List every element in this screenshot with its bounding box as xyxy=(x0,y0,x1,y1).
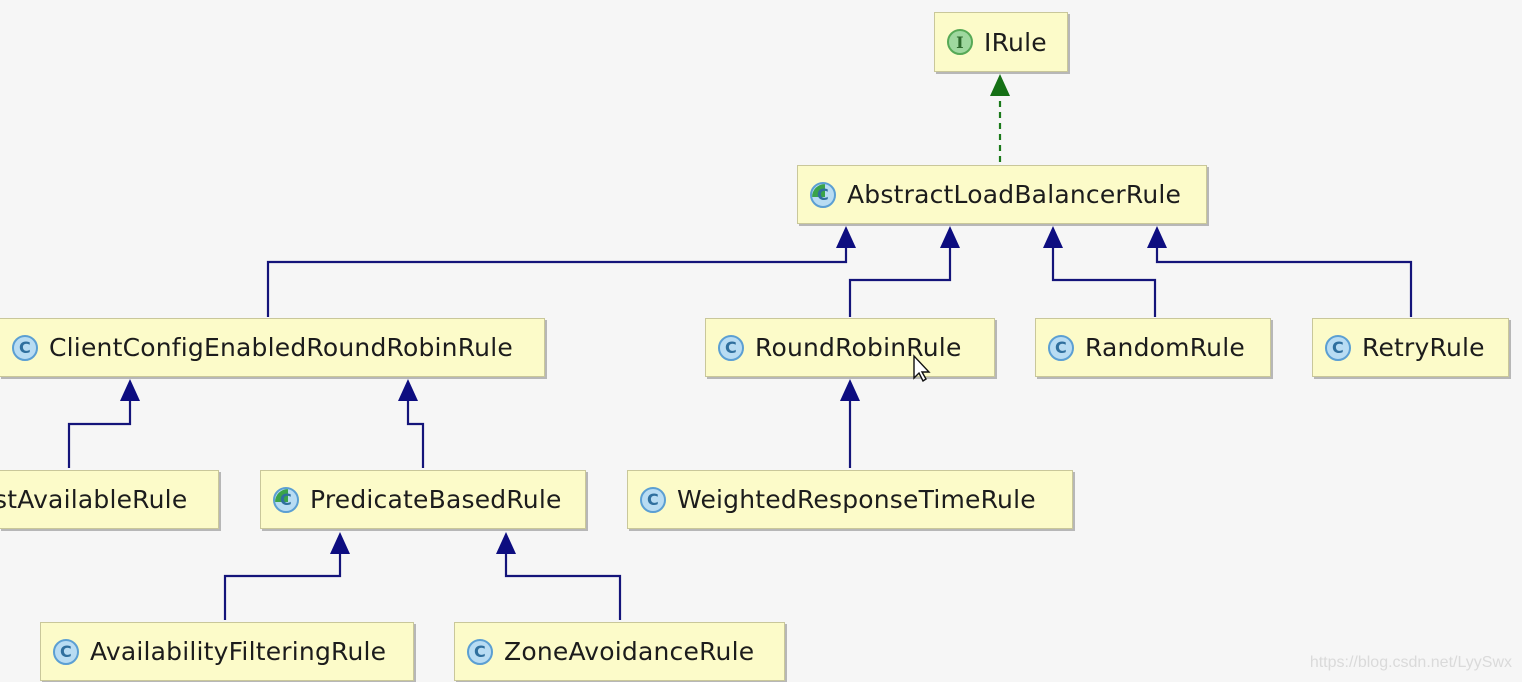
class-icon: C xyxy=(718,334,744,361)
inheritance-arrowhead xyxy=(398,379,418,401)
edge-availability-to-predicate xyxy=(223,551,342,620)
node-irule[interactable]: I IRule xyxy=(934,12,1068,72)
node-retry-rule[interactable]: C RetryRule xyxy=(1312,318,1509,377)
node-label: RandomRule xyxy=(1085,333,1245,362)
class-icon: C xyxy=(53,638,79,665)
node-label: RetryRule xyxy=(1362,333,1485,362)
interface-icon: I xyxy=(947,29,973,55)
node-label: WeightedResponseTimeRule xyxy=(677,485,1036,514)
node-random-rule[interactable]: C RandomRule xyxy=(1035,318,1271,377)
edge-random-to-abstract xyxy=(1051,244,1157,317)
edge-bestavailable-to-clientconfig xyxy=(67,398,132,468)
node-weighted-response-time-rule[interactable]: C WeightedResponseTimeRule xyxy=(627,470,1073,529)
node-predicate-based-rule[interactable]: C PredicateBasedRule xyxy=(260,470,586,529)
edge-zone-to-predicate xyxy=(504,551,622,620)
node-label: ClientConfigEnabledRoundRobinRule xyxy=(49,333,513,362)
edge-predicate-to-clientconfig xyxy=(406,398,425,468)
node-zone-avoidance-rule[interactable]: C ZoneAvoidanceRule xyxy=(454,622,785,681)
inheritance-arrowhead xyxy=(940,226,960,248)
node-best-available-rule[interactable]: stAvailableRule xyxy=(0,470,219,529)
class-icon: C xyxy=(640,486,666,513)
edge-clientconfig-to-abstract xyxy=(266,244,848,317)
node-round-robin-rule[interactable]: C RoundRobinRule xyxy=(705,318,995,377)
edge-roundrobin-to-abstract xyxy=(848,244,952,317)
class-icon: C xyxy=(1325,334,1351,361)
node-label: AvailabilityFilteringRule xyxy=(90,637,387,666)
node-client-config-enabled-round-robin-rule[interactable]: C ClientConfigEnabledRoundRobinRule xyxy=(0,318,545,377)
node-label: stAvailableRule xyxy=(0,485,188,514)
inheritance-arrowhead xyxy=(120,379,140,401)
inheritance-arrowhead xyxy=(1147,226,1167,248)
edge-retry-to-abstract xyxy=(1155,244,1413,317)
node-label: IRule xyxy=(984,27,1047,57)
inheritance-arrowhead xyxy=(330,532,350,554)
node-label: AbstractLoadBalancerRule xyxy=(847,180,1182,209)
inheritance-arrowhead xyxy=(836,226,856,248)
inheritance-arrowhead xyxy=(1043,226,1063,248)
node-label: RoundRobinRule xyxy=(755,333,962,362)
class-icon: C xyxy=(467,638,493,665)
class-icon: C xyxy=(12,334,38,361)
inheritance-arrowhead xyxy=(840,379,860,401)
inheritance-arrowhead xyxy=(496,532,516,554)
abstract-class-icon: C xyxy=(810,181,836,208)
class-icon: C xyxy=(1048,334,1074,361)
implements-arrowhead xyxy=(990,74,1010,96)
node-label: PredicateBasedRule xyxy=(310,485,562,514)
watermark: https://blog.csdn.net/LyySwx xyxy=(1309,654,1512,671)
node-availability-filtering-rule[interactable]: C AvailabilityFilteringRule xyxy=(40,622,414,681)
node-label: ZoneAvoidanceRule xyxy=(504,637,755,666)
abstract-class-icon: C xyxy=(273,486,299,513)
node-abstract-load-balancer-rule[interactable]: C AbstractLoadBalancerRule xyxy=(797,165,1207,224)
